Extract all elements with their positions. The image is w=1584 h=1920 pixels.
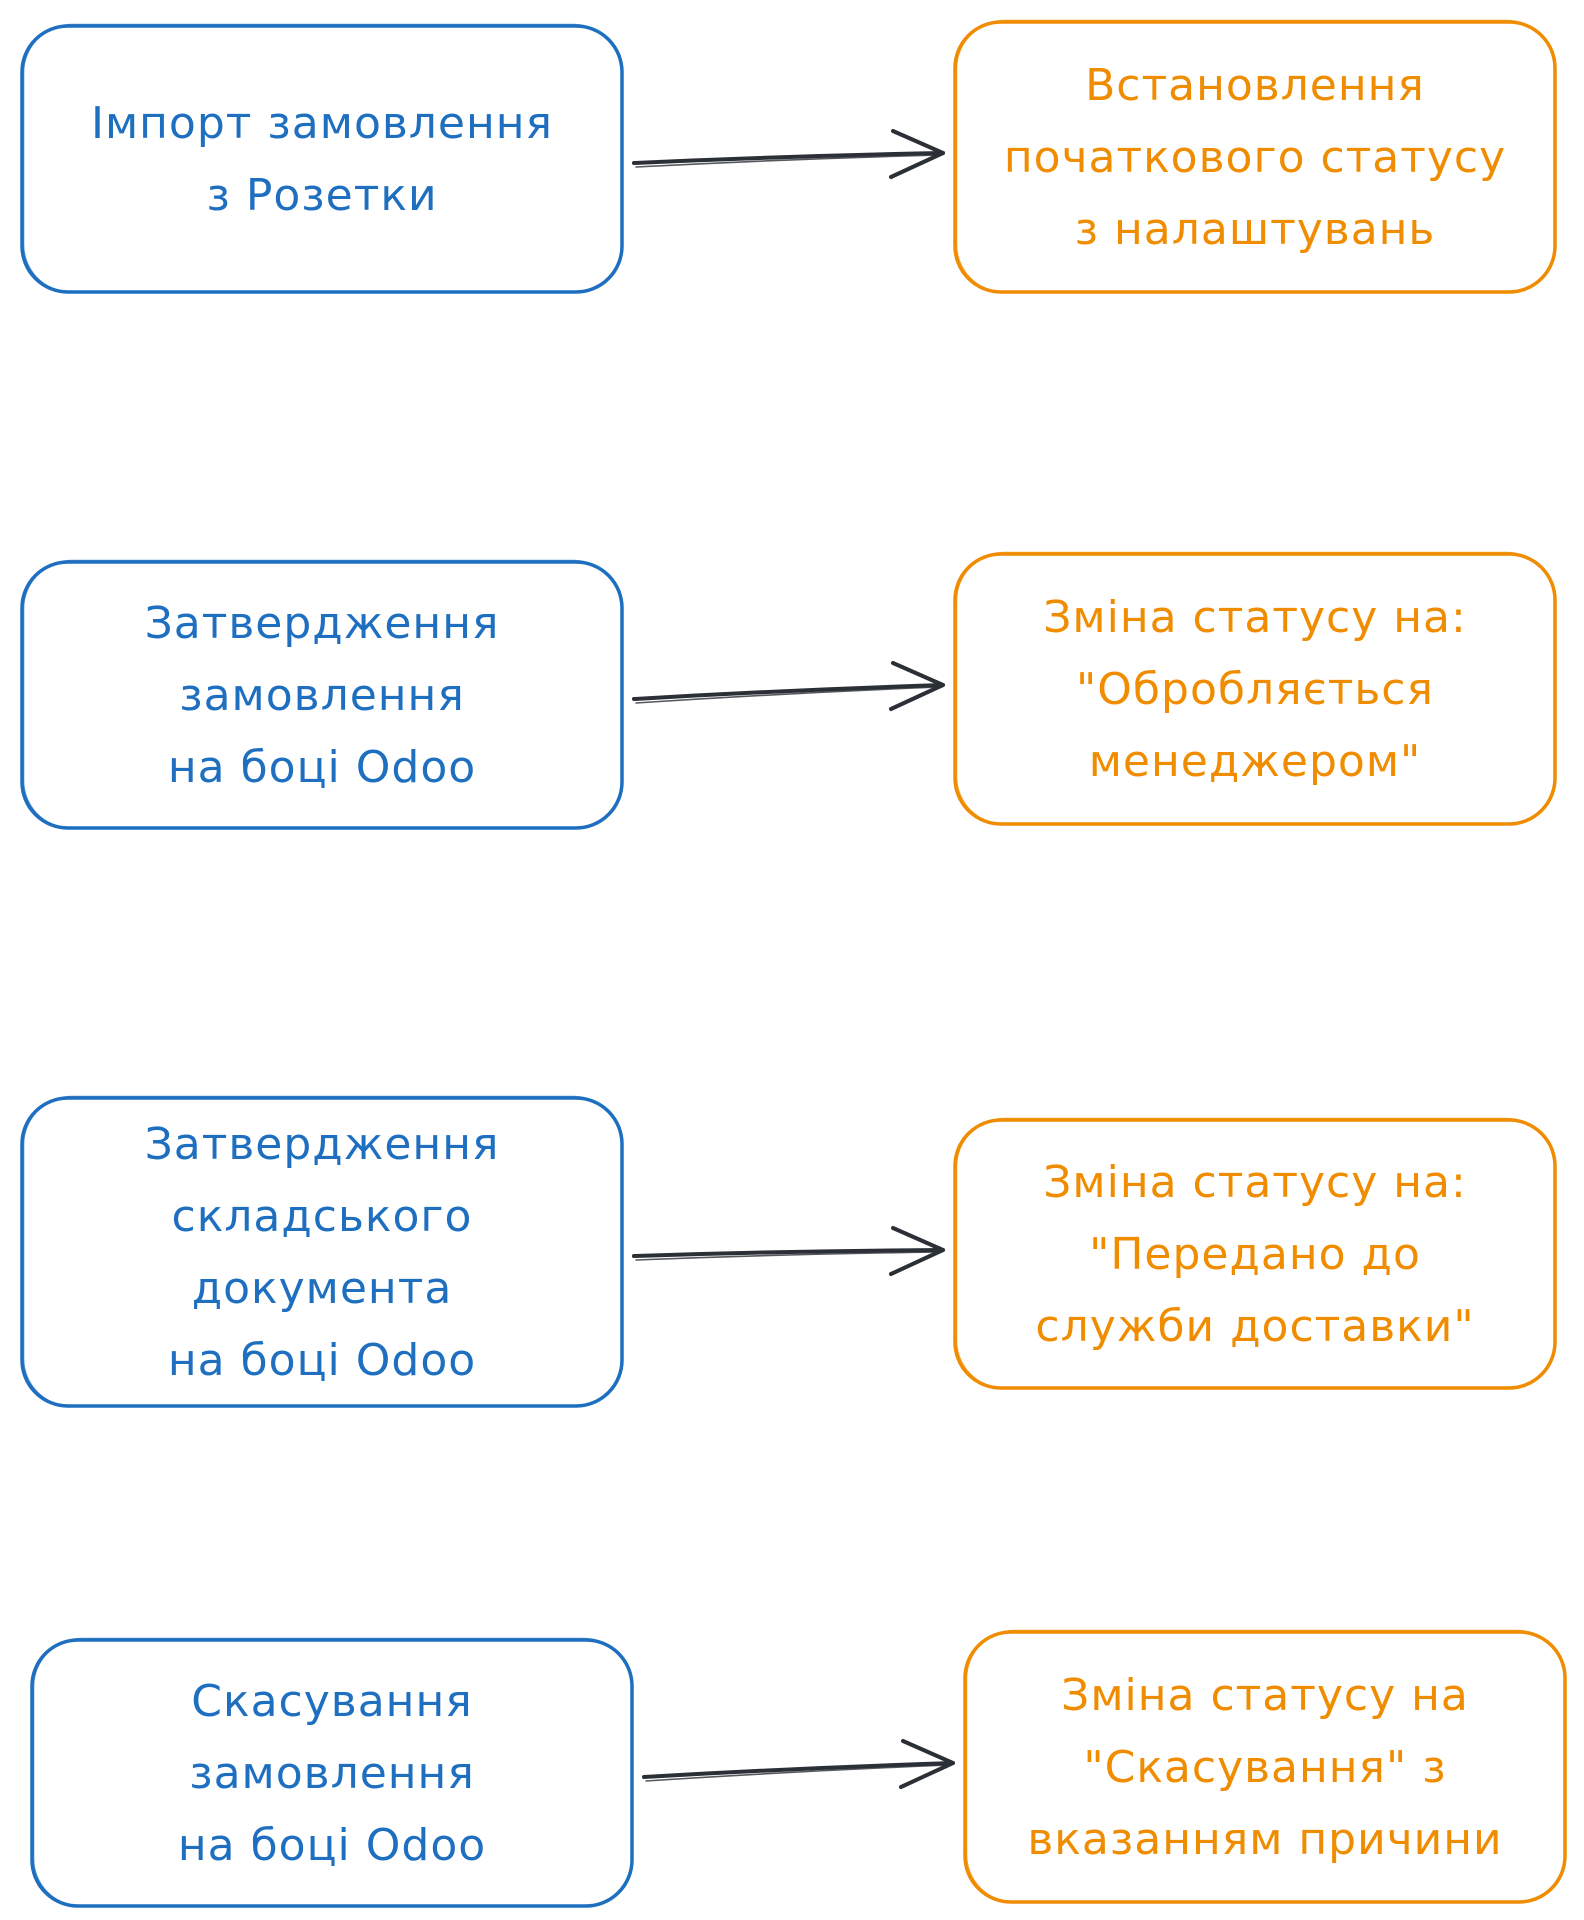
status-processing-box-sketch [955,551,1556,826]
confirm-warehouse-doc-label-line: документа [192,1263,453,1314]
confirm-order-label-line: Затвердження [145,598,500,649]
confirm-order-node: Затвердження замовлення на боці Odoo [20,559,624,830]
status-shipped-node: Зміна статусу на: "Передано до служби дост… [953,1117,1557,1390]
import-order-label-line: Імпорт замовлення [91,98,553,149]
status-processing-label-line: "Обробляється [1076,664,1434,715]
flow-arrow [632,129,945,179]
status-shipped-label-line: служби доставки" [1035,1301,1474,1352]
confirm-order-label-line: на боці Odoo [168,742,476,793]
confirm-order-label-line: замовлення [179,670,465,721]
arrow-line [632,1248,945,1258]
confirm-warehouse-doc-node: Затвердження складського документа на боці … [20,1095,624,1408]
set-initial-status-label-line: Встановлення [1085,60,1425,111]
status-cancelled-label-line: Зміна статусу на [1061,1670,1469,1721]
flow-arrow [632,661,945,711]
cancel-order-box-sketch [32,1637,633,1908]
cancel-order-label-line: замовлення [189,1748,475,1799]
status-cancelled-label-line: вказанням причини [1027,1814,1502,1865]
status-shipped-label-line: Зміна статусу на: [1043,1157,1467,1208]
confirm-warehouse-doc-box-sketch [22,1095,623,1408]
import-order-box [20,24,624,294]
flow-arrow [642,1739,955,1789]
import-order-label-line: з Розетки [206,170,437,221]
arrow-line [642,1761,955,1779]
cancel-order-node: Скасування замовлення на боці Odoo [30,1637,634,1908]
confirm-order-box-sketch [22,559,623,830]
flow-arrow [632,1226,945,1276]
status-shipped-box-sketch [955,1117,1556,1390]
arrow-line-sketch [635,154,940,168]
arrow-line [632,683,945,701]
arrowhead-icon [889,129,945,179]
arrow-line [632,151,945,165]
arrow-line-sketch [645,1764,950,1782]
cancel-order-label-line: Скасування [191,1676,472,1727]
status-cancelled-node: Зміна статусу на "Скасування" з вказанням … [963,1629,1567,1904]
status-processing-node: Зміна статусу на: "Обробляється менеджером… [953,551,1557,826]
status-shipped-label-line: "Передано до [1089,1229,1421,1280]
arrowhead-icon [889,1226,945,1276]
status-cancelled-box-sketch [965,1629,1566,1904]
set-initial-status-label-line: початкового статусу [1004,132,1506,183]
arrow-line-sketch [635,1251,940,1261]
arrowhead-icon [889,661,945,711]
status-processing-label-line: менеджером" [1089,736,1422,787]
status-processing-label-line: Зміна статусу на: [1043,592,1467,643]
set-initial-status-box-sketch [955,19,1556,294]
confirm-warehouse-doc-label-line: Затвердження [145,1119,500,1170]
status-cancelled-label-line: "Скасування" з [1083,1742,1446,1793]
import-order-node: Імпорт замовлення з Розетки [20,23,624,294]
confirm-warehouse-doc-label-line: на боці Odoo [168,1335,476,1386]
cancel-order-label-line: на боці Odoo [178,1820,486,1871]
confirm-warehouse-doc-label-line: складського [172,1191,473,1242]
set-initial-status-node: Встановлення початкового статусу з налашту… [953,19,1557,294]
import-order-box-sketch [22,23,623,294]
arrow-line-sketch [635,686,940,704]
arrowhead-icon [899,1739,955,1789]
set-initial-status-label-line: з налаштувань [1075,204,1436,255]
